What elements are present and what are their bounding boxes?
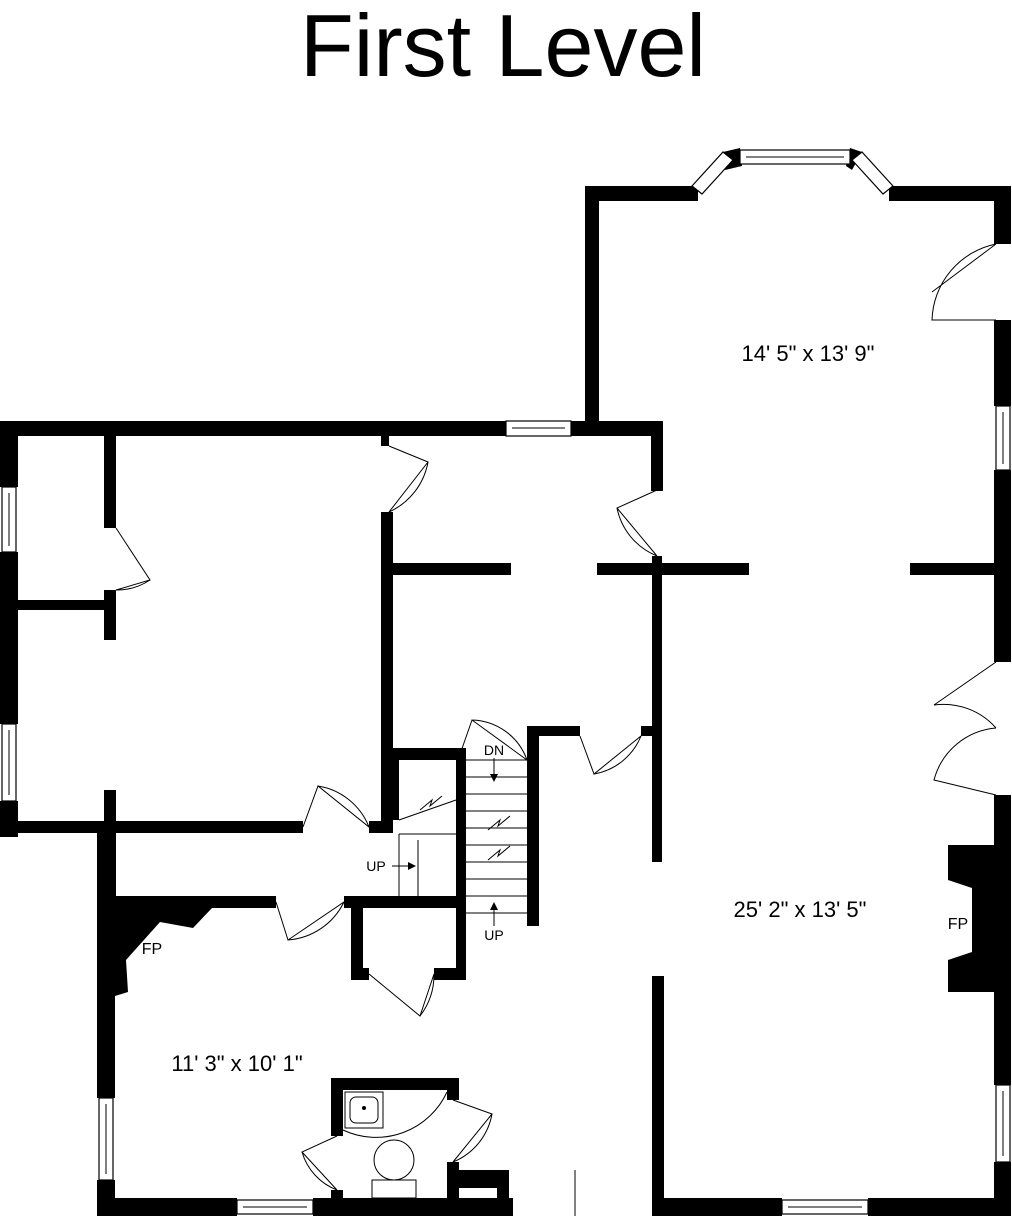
room-dimensions-lower-left: 11' 3" x 10' 1"	[171, 1051, 302, 1076]
wall-segment	[313, 1198, 513, 1216]
door-swing	[452, 1099, 493, 1163]
fireplace-left-label: FP	[142, 941, 162, 958]
wall-segment	[97, 1198, 237, 1216]
wall-segment	[458, 1170, 508, 1188]
door-swing	[931, 243, 997, 321]
wall-segment	[527, 726, 539, 926]
door-swing	[275, 900, 346, 941]
window	[691, 151, 734, 195]
wall-segment	[585, 186, 599, 436]
wall-segment	[104, 436, 116, 528]
stair-down-label: DN	[484, 742, 504, 758]
door-swing	[368, 973, 435, 1017]
door-swing	[115, 527, 151, 591]
wall-segment	[447, 1162, 459, 1198]
doors	[115, 243, 997, 1216]
wall-segment	[0, 421, 506, 436]
wall-segment	[910, 563, 1000, 575]
door-swing	[342, 1091, 448, 1138]
door-swing	[302, 785, 371, 829]
stair-up-label: UP	[484, 927, 503, 943]
wall-segment	[0, 821, 303, 833]
room-dimensions-main-right: 25' 2" x 13' 5"	[734, 897, 867, 922]
room-dimensions-upper-right: 14' 5" x 13' 9"	[742, 341, 875, 366]
fireplace-right-hearth	[948, 845, 994, 992]
wall-segment	[585, 186, 698, 201]
wall-segment	[527, 726, 580, 736]
wall-segment	[331, 1078, 343, 1136]
wall-segment	[652, 1198, 782, 1216]
wall-segment	[994, 470, 1011, 662]
windows	[1, 149, 1011, 1215]
wall-segment	[381, 436, 389, 446]
wall-segment	[994, 186, 1011, 244]
wall-segment	[434, 968, 466, 980]
wall-segment	[331, 1190, 343, 1208]
wall-segment	[571, 421, 661, 436]
wall-segment	[344, 896, 464, 908]
wall-segment	[97, 833, 115, 1098]
toilet-bowl-icon	[373, 1139, 415, 1181]
wall-segment	[597, 563, 749, 575]
powder-room-fixtures	[342, 1091, 448, 1199]
door-jamb	[507, 1170, 576, 1216]
wall-segment	[456, 748, 466, 980]
wall-segment	[0, 421, 18, 487]
toilet-tank-icon	[371, 1179, 417, 1199]
wall-segment	[889, 186, 1011, 201]
door-swing	[301, 1135, 338, 1191]
wall-segment	[994, 320, 1011, 406]
wall-segment	[447, 1078, 459, 1100]
wall-segment	[652, 976, 664, 1216]
wall-segment	[18, 600, 116, 610]
fireplace-right-label: FP	[948, 916, 968, 933]
wall-segment	[351, 968, 369, 980]
sink-icon	[344, 1091, 384, 1129]
wall-segment	[369, 821, 393, 833]
wall-segment	[641, 726, 653, 736]
wall-segment	[331, 1078, 459, 1090]
wall-segment	[393, 563, 511, 575]
wall-segment	[389, 748, 399, 820]
wall-segment	[651, 421, 663, 491]
page-title: First Level	[300, 0, 706, 95]
door-swing	[579, 734, 643, 775]
staircase: DN UP UP	[366, 742, 527, 943]
wall-segment	[994, 795, 1011, 1085]
wall-segment	[0, 552, 18, 724]
door-swing	[388, 445, 429, 513]
wall-segment	[497, 1170, 509, 1216]
fireplace-left-hearth	[115, 896, 215, 996]
door-swing	[933, 661, 997, 796]
wall-segment	[652, 556, 662, 862]
door-swing	[616, 489, 658, 557]
wall-segment	[868, 1198, 1011, 1216]
wall-segment	[104, 590, 116, 640]
walls	[0, 148, 1011, 1216]
stair-up-label: UP	[366, 858, 385, 874]
wall-segment	[389, 748, 464, 760]
wall-segment	[351, 896, 363, 980]
window	[851, 151, 894, 195]
